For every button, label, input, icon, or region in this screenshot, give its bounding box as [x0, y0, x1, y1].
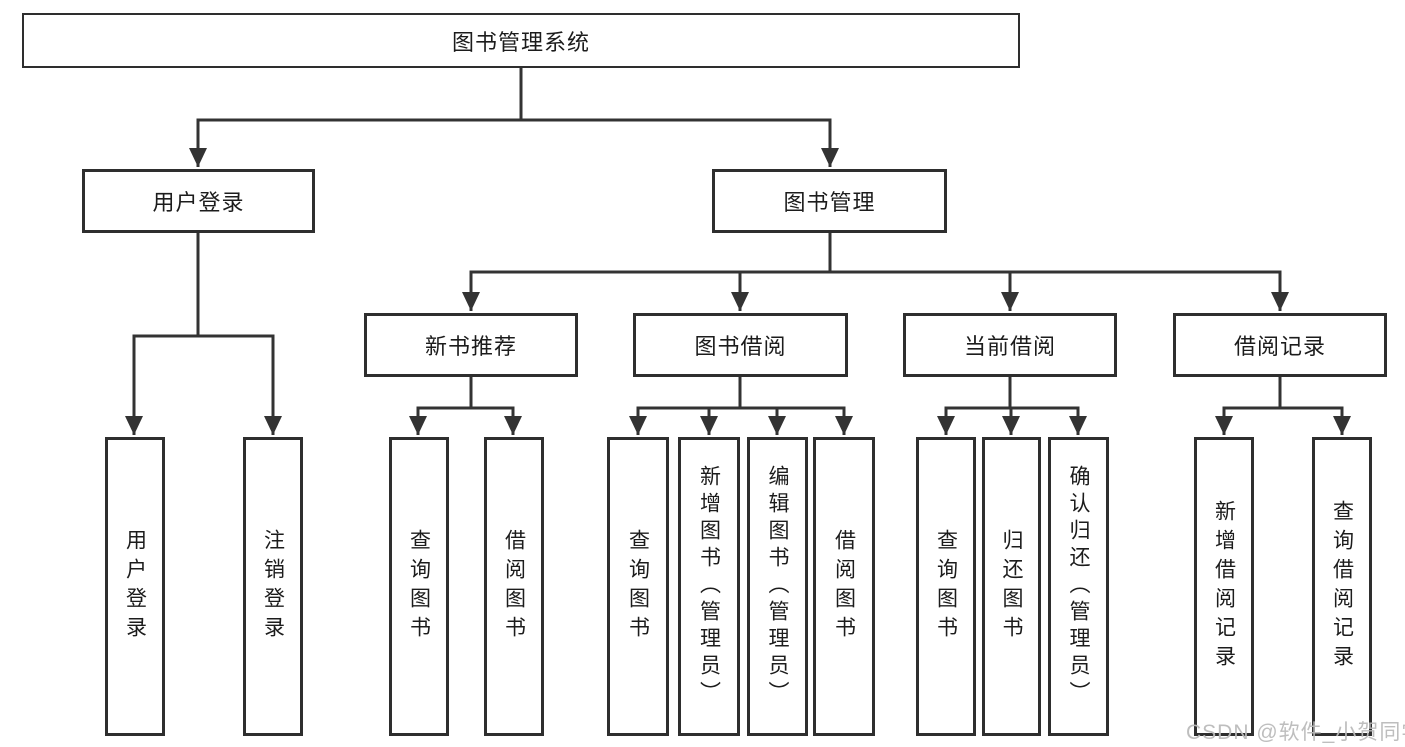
leaf-confirm-return-admin-label: 确认归还（管理员） [1067, 465, 1090, 708]
leaf-user-login-label: 用户登录 [123, 528, 147, 645]
leaf-add-borrow-record-label: 新增借阅记录 [1212, 499, 1236, 674]
node-root-label: 图书管理系统 [451, 29, 590, 55]
node-book-management-label: 图书管理 [783, 190, 876, 215]
watermark: CSDN @软件_小贺同学 [1186, 721, 1405, 744]
node-current-borrowing-label: 当前借阅 [963, 334, 1056, 359]
node-borrowing-records-label: 借阅记录 [1233, 334, 1326, 359]
leaf-user-login: 用户登录 [105, 437, 165, 736]
leaf-edit-book-admin-label: 编辑图书（管理员） [766, 465, 789, 708]
leaf-query-book-recommend-label: 查询图书 [407, 528, 431, 645]
node-book-management: 图书管理 [712, 169, 947, 233]
leaf-edit-book-admin: 编辑图书（管理员） [747, 437, 808, 736]
node-book-borrowing-label: 图书借阅 [694, 334, 787, 359]
leaf-borrow-book-borrowing-label: 借阅图书 [832, 528, 856, 645]
leaf-return-book: 归还图书 [982, 437, 1041, 736]
leaf-query-book-current-label: 查询图书 [934, 528, 958, 645]
leaf-logout: 注销登录 [243, 437, 303, 736]
node-user-login-label: 用户登录 [152, 190, 245, 215]
leaf-query-book-current: 查询图书 [916, 437, 976, 736]
leaf-query-borrow-record: 查询借阅记录 [1312, 437, 1372, 736]
node-book-borrowing: 图书借阅 [633, 313, 848, 377]
leaf-borrow-book-recommend-label: 借阅图书 [502, 528, 526, 645]
leaf-query-book-borrowing-label: 查询图书 [626, 528, 650, 645]
leaf-add-book-admin-label: 新增图书（管理员） [697, 465, 721, 708]
leaf-query-book-recommend: 查询图书 [389, 437, 449, 736]
leaf-return-book-label: 归还图书 [1000, 528, 1023, 645]
node-borrowing-records: 借阅记录 [1173, 313, 1387, 377]
leaf-add-book-admin: 新增图书（管理员） [678, 437, 740, 736]
node-current-borrowing: 当前借阅 [903, 313, 1117, 377]
node-new-book-recommend: 新书推荐 [364, 313, 578, 377]
node-user-login: 用户登录 [82, 169, 315, 233]
node-new-book-recommend-label: 新书推荐 [424, 334, 517, 359]
leaf-borrow-book-recommend: 借阅图书 [484, 437, 544, 736]
leaf-query-borrow-record-label: 查询借阅记录 [1330, 499, 1354, 674]
leaf-logout-label: 注销登录 [261, 528, 285, 645]
leaf-add-borrow-record: 新增借阅记录 [1194, 437, 1254, 736]
node-root: 图书管理系统 [22, 13, 1020, 68]
leaf-query-book-borrowing: 查询图书 [607, 437, 669, 736]
leaf-borrow-book-borrowing: 借阅图书 [813, 437, 875, 736]
leaf-confirm-return-admin: 确认归还（管理员） [1048, 437, 1109, 736]
